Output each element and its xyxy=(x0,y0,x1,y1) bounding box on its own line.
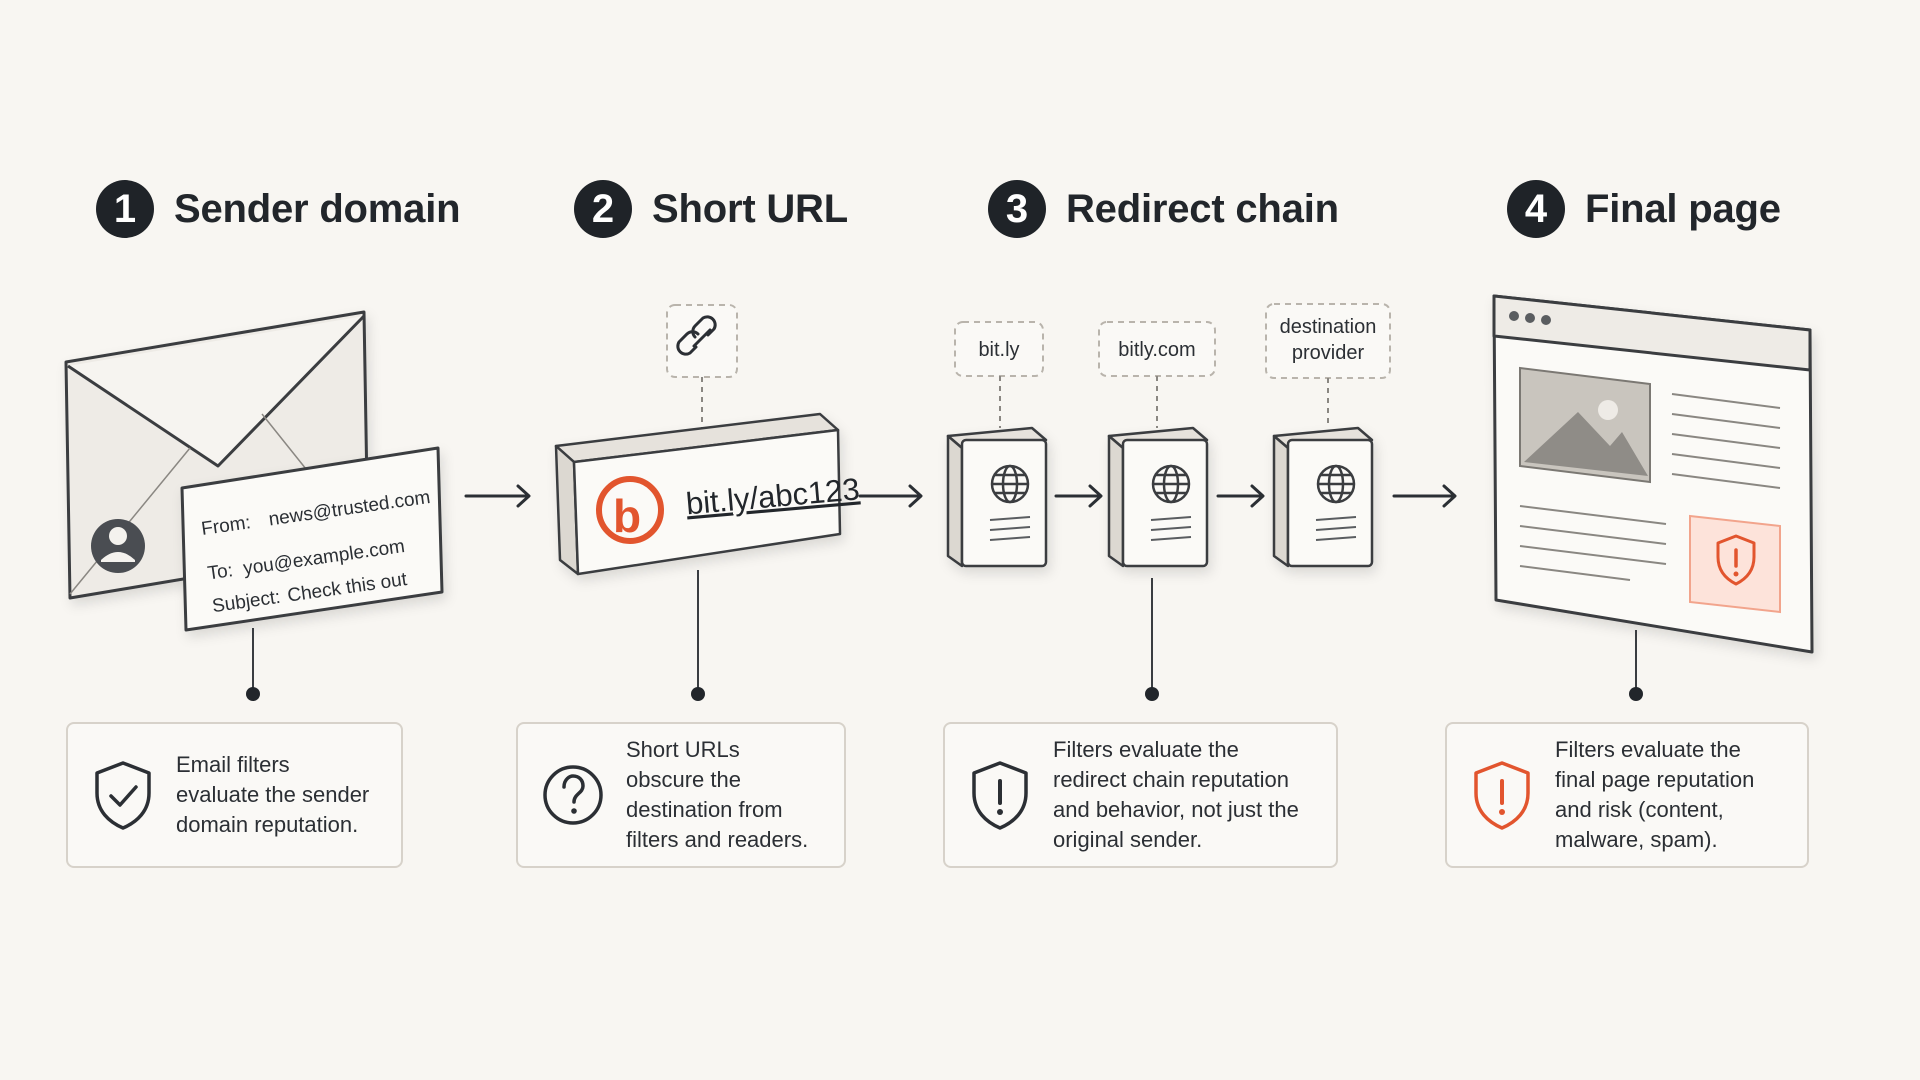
redirect-label-2: bitly.com xyxy=(1118,339,1195,361)
step-3-title: Redirect chain xyxy=(1066,186,1339,231)
step-4-title: Final page xyxy=(1585,186,1781,231)
step-1-description: Email filters evaluate the sender domain… xyxy=(176,752,370,837)
step-2-header: 2 Short URL xyxy=(574,180,848,238)
arrow-2 xyxy=(858,484,923,508)
email-to-label: To: xyxy=(206,560,234,584)
bitly-logo-letter: b xyxy=(613,490,641,542)
warning-badge xyxy=(1689,514,1781,614)
arrow-5 xyxy=(1392,484,1457,508)
step-4-description: Filters evaluate the final page reputati… xyxy=(1555,737,1755,852)
step-2-title: Short URL xyxy=(652,186,848,231)
arrow-4 xyxy=(1216,484,1265,508)
step-3-card: Filters evaluate the redirect chain repu… xyxy=(943,722,1338,868)
arrow-3 xyxy=(1054,484,1103,508)
redirect-tag-1: bit.ly xyxy=(954,321,1044,428)
step-2-description: Short URLs obscure the destination from … xyxy=(626,737,809,852)
step-1-header: 1 Sender domain xyxy=(96,180,461,238)
step-2-card: Short URLs obscure the destination from … xyxy=(516,722,846,868)
flow-arrows xyxy=(464,484,1457,508)
question-circle-icon xyxy=(543,765,603,825)
shield-exclamation-red-icon xyxy=(1474,761,1530,830)
globe-icon xyxy=(1316,464,1356,504)
step-4-card: Filters evaluate the final page reputati… xyxy=(1445,722,1809,868)
step-2-number: 2 xyxy=(574,180,632,238)
redirect-label-1: bit.ly xyxy=(978,339,1019,361)
page-text-lines xyxy=(1519,393,1781,581)
redirect-tag-2: bitly.com xyxy=(1098,321,1216,428)
link-tag xyxy=(666,304,738,434)
step-1-card: Email filters evaluate the sender domain… xyxy=(66,722,403,868)
shield-check-icon xyxy=(95,761,151,830)
server-1 xyxy=(946,426,1048,568)
connector-dots xyxy=(246,687,1643,701)
bitly-logo-icon: b xyxy=(596,476,664,544)
email-header-card xyxy=(180,446,444,632)
connectors xyxy=(252,570,1637,692)
globe-icon xyxy=(1151,464,1191,504)
step-3-number: 3 xyxy=(988,180,1046,238)
avatar xyxy=(91,519,145,573)
server-3 xyxy=(1272,426,1374,568)
arrow-1 xyxy=(464,484,531,508)
step-4-number: 4 xyxy=(1507,180,1565,238)
step-3-description: Filters evaluate the redirect chain repu… xyxy=(1053,737,1299,852)
image-placeholder-icon xyxy=(1519,366,1651,484)
step-1-number: 1 xyxy=(96,180,154,238)
step-3-header: 3 Redirect chain xyxy=(988,180,1339,238)
server-2 xyxy=(1107,426,1209,568)
globe-icon xyxy=(990,464,1030,504)
step-1-title: Sender domain xyxy=(174,186,461,231)
shield-exclamation-icon xyxy=(972,761,1028,830)
link-icon xyxy=(676,315,717,356)
step-4-header: 4 Final page xyxy=(1507,180,1781,238)
